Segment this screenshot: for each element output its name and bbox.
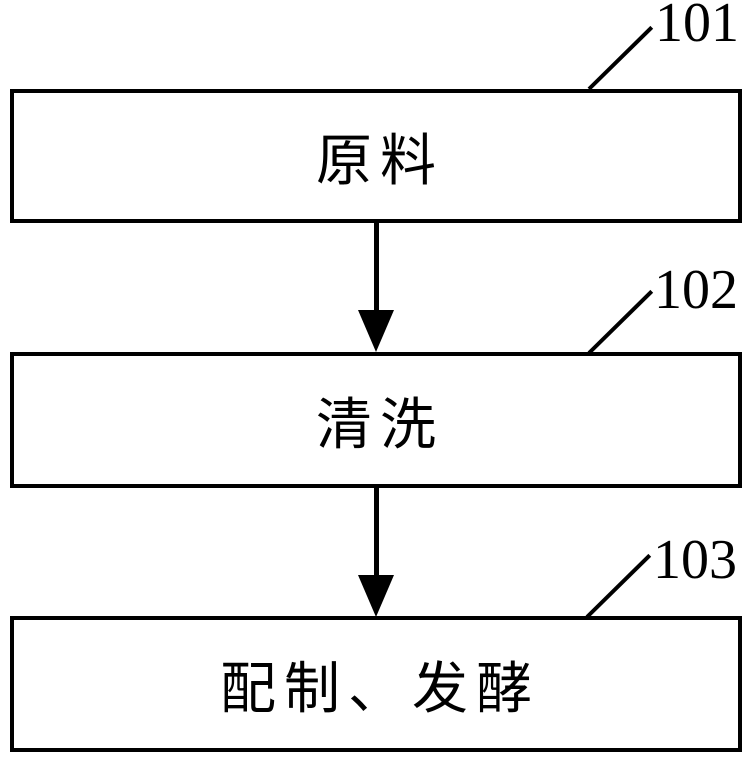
leader-line-103	[585, 553, 652, 619]
process-box-prepare-ferment: 配制、发酵	[10, 616, 742, 752]
leader-line-101	[587, 25, 654, 91]
process-box-prepare-ferment-label: 配制、发酵	[220, 658, 540, 721]
ref-number-102: 102	[654, 259, 738, 321]
flow-arrow-head-2	[358, 575, 394, 617]
process-box-raw-material: 原料	[10, 89, 742, 223]
ref-number-103: 103	[653, 529, 737, 591]
process-box-raw-material-label: 原料	[316, 130, 444, 193]
flow-arrow-line-2	[374, 486, 379, 578]
process-box-cleaning-label: 清洗	[316, 394, 444, 457]
leader-line-102	[587, 289, 654, 355]
flow-arrow-head-1	[358, 310, 394, 352]
ref-number-101: 101	[655, 0, 739, 54]
process-box-cleaning: 清洗	[10, 352, 742, 488]
flow-arrow-line-1	[374, 221, 379, 313]
